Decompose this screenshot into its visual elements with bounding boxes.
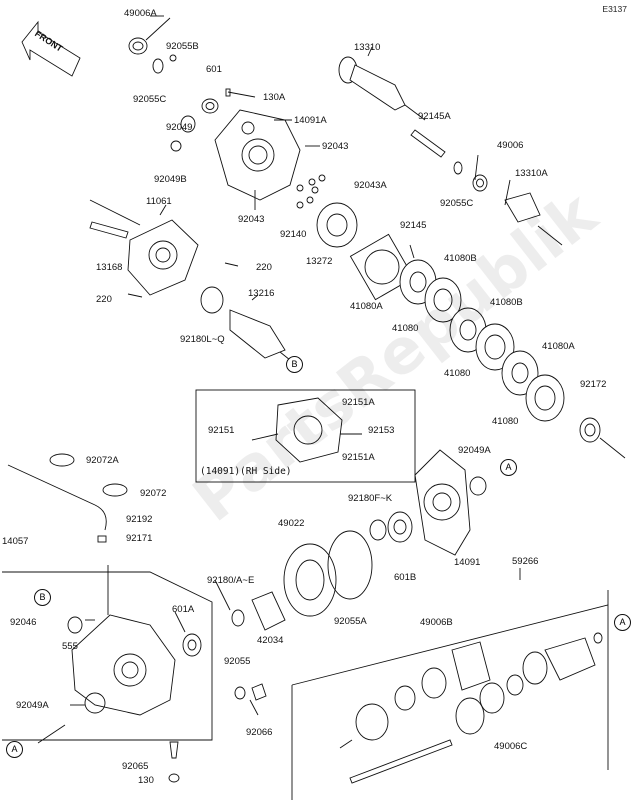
part-label-41080A-b[interactable]: 41080A (542, 341, 575, 352)
part-label-92192[interactable]: 92192 (126, 514, 153, 525)
part-label-13310[interactable]: 13310 (354, 42, 381, 53)
part-label-42034[interactable]: 42034 (257, 635, 284, 646)
part-label-41080A-a[interactable]: 41080A (350, 301, 383, 312)
ref-a-circle[interactable]: A (500, 459, 517, 476)
part-label-92151A-bottom[interactable]: 92151A (342, 452, 375, 463)
part-label-92049A-right[interactable]: 92049A (458, 445, 491, 456)
ref-b-circle[interactable]: B (286, 356, 303, 373)
part-label-92055[interactable]: 92055 (224, 656, 251, 667)
part-label-92049[interactable]: 92049 (166, 122, 193, 133)
part-label-601[interactable]: 601 (206, 64, 222, 75)
part-label-49006B[interactable]: 49006B (420, 617, 453, 628)
part-label-92055B[interactable]: 92055B (166, 41, 199, 52)
part-label-14091[interactable]: 14091 (454, 557, 481, 568)
part-label-13168[interactable]: 13168 (96, 262, 123, 273)
part-label-92145A[interactable]: 92145A (418, 111, 451, 122)
part-label-92153[interactable]: 92153 (368, 425, 395, 436)
front-arrow-icon (21, 20, 81, 77)
part-label-92180L-Q[interactable]: 92180L~Q (180, 334, 225, 345)
part-label-601B[interactable]: 601B (394, 572, 417, 583)
ref-a-circle-lower[interactable]: A (6, 741, 23, 758)
part-label-92065[interactable]: 92065 (122, 761, 149, 772)
part-label-14091A[interactable]: 14091A (294, 115, 327, 126)
part-label-601A[interactable]: 601A (172, 604, 195, 615)
part-label-14057[interactable]: 14057 (2, 536, 29, 547)
part-label-92043-a[interactable]: 92043 (322, 141, 349, 152)
part-label-92055C[interactable]: 92055C (133, 94, 167, 105)
part-label-92072[interactable]: 92072 (140, 488, 167, 499)
part-label-555[interactable]: 555 (62, 641, 78, 652)
part-label-41080-a[interactable]: 41080 (392, 323, 419, 334)
part-label-41080-b[interactable]: 41080 (444, 368, 471, 379)
diagram-code: E3137 (602, 4, 627, 14)
part-label-92043A[interactable]: 92043A (354, 180, 387, 191)
ref-a-circle-right[interactable]: A (614, 614, 631, 631)
part-label-92043-b[interactable]: 92043 (238, 214, 265, 225)
part-label-92049A-left[interactable]: 92049A (16, 700, 49, 711)
part-label-92151A-top[interactable]: 92151A (342, 397, 375, 408)
inset-rh-side-box (195, 389, 416, 483)
ref-b-circle-lower[interactable]: B (34, 589, 51, 606)
part-label-11061[interactable]: 11061 (146, 196, 172, 207)
part-label-92180F-K[interactable]: 92180F~K (348, 493, 393, 504)
part-label-92055C-right[interactable]: 92055C (440, 198, 474, 209)
part-label-49006C[interactable]: 49006C (494, 741, 528, 752)
part-label-49006[interactable]: 49006 (497, 140, 524, 151)
part-label-92172[interactable]: 92172 (580, 379, 607, 390)
inset-caption: (14091)(RH Side) (200, 466, 292, 477)
part-label-92171[interactable]: 92171 (126, 533, 153, 544)
part-label-130[interactable]: 130 (138, 775, 154, 786)
part-label-92151[interactable]: 92151 (208, 425, 235, 436)
part-label-92140[interactable]: 92140 (280, 229, 307, 240)
part-label-41080B-b[interactable]: 41080B (490, 297, 523, 308)
part-label-92049B[interactable]: 92049B (154, 174, 187, 185)
part-label-92046[interactable]: 92046 (10, 617, 37, 628)
part-label-13216[interactable]: 13216 (248, 288, 275, 299)
part-label-13310A[interactable]: 13310A (515, 168, 548, 179)
part-label-92180-A-E[interactable]: 92180/A~E (207, 575, 255, 586)
part-label-59266[interactable]: 59266 (512, 556, 539, 567)
part-label-130A[interactable]: 130A (263, 92, 286, 103)
clutch-plates (349, 233, 565, 422)
part-label-92066[interactable]: 92066 (246, 727, 273, 738)
part-label-49006A[interactable]: 49006A (124, 8, 157, 19)
part-label-92145[interactable]: 92145 (400, 220, 427, 231)
part-label-220-a[interactable]: 220 (256, 262, 272, 273)
part-label-41080-c[interactable]: 41080 (492, 416, 519, 427)
part-label-220-b[interactable]: 220 (96, 294, 112, 305)
part-label-92072A[interactable]: 92072A (86, 455, 119, 466)
part-label-13272[interactable]: 13272 (306, 256, 333, 267)
part-label-49022[interactable]: 49022 (278, 518, 305, 529)
part-label-92055A[interactable]: 92055A (334, 616, 367, 627)
part-label-41080B-a[interactable]: 41080B (444, 253, 477, 264)
